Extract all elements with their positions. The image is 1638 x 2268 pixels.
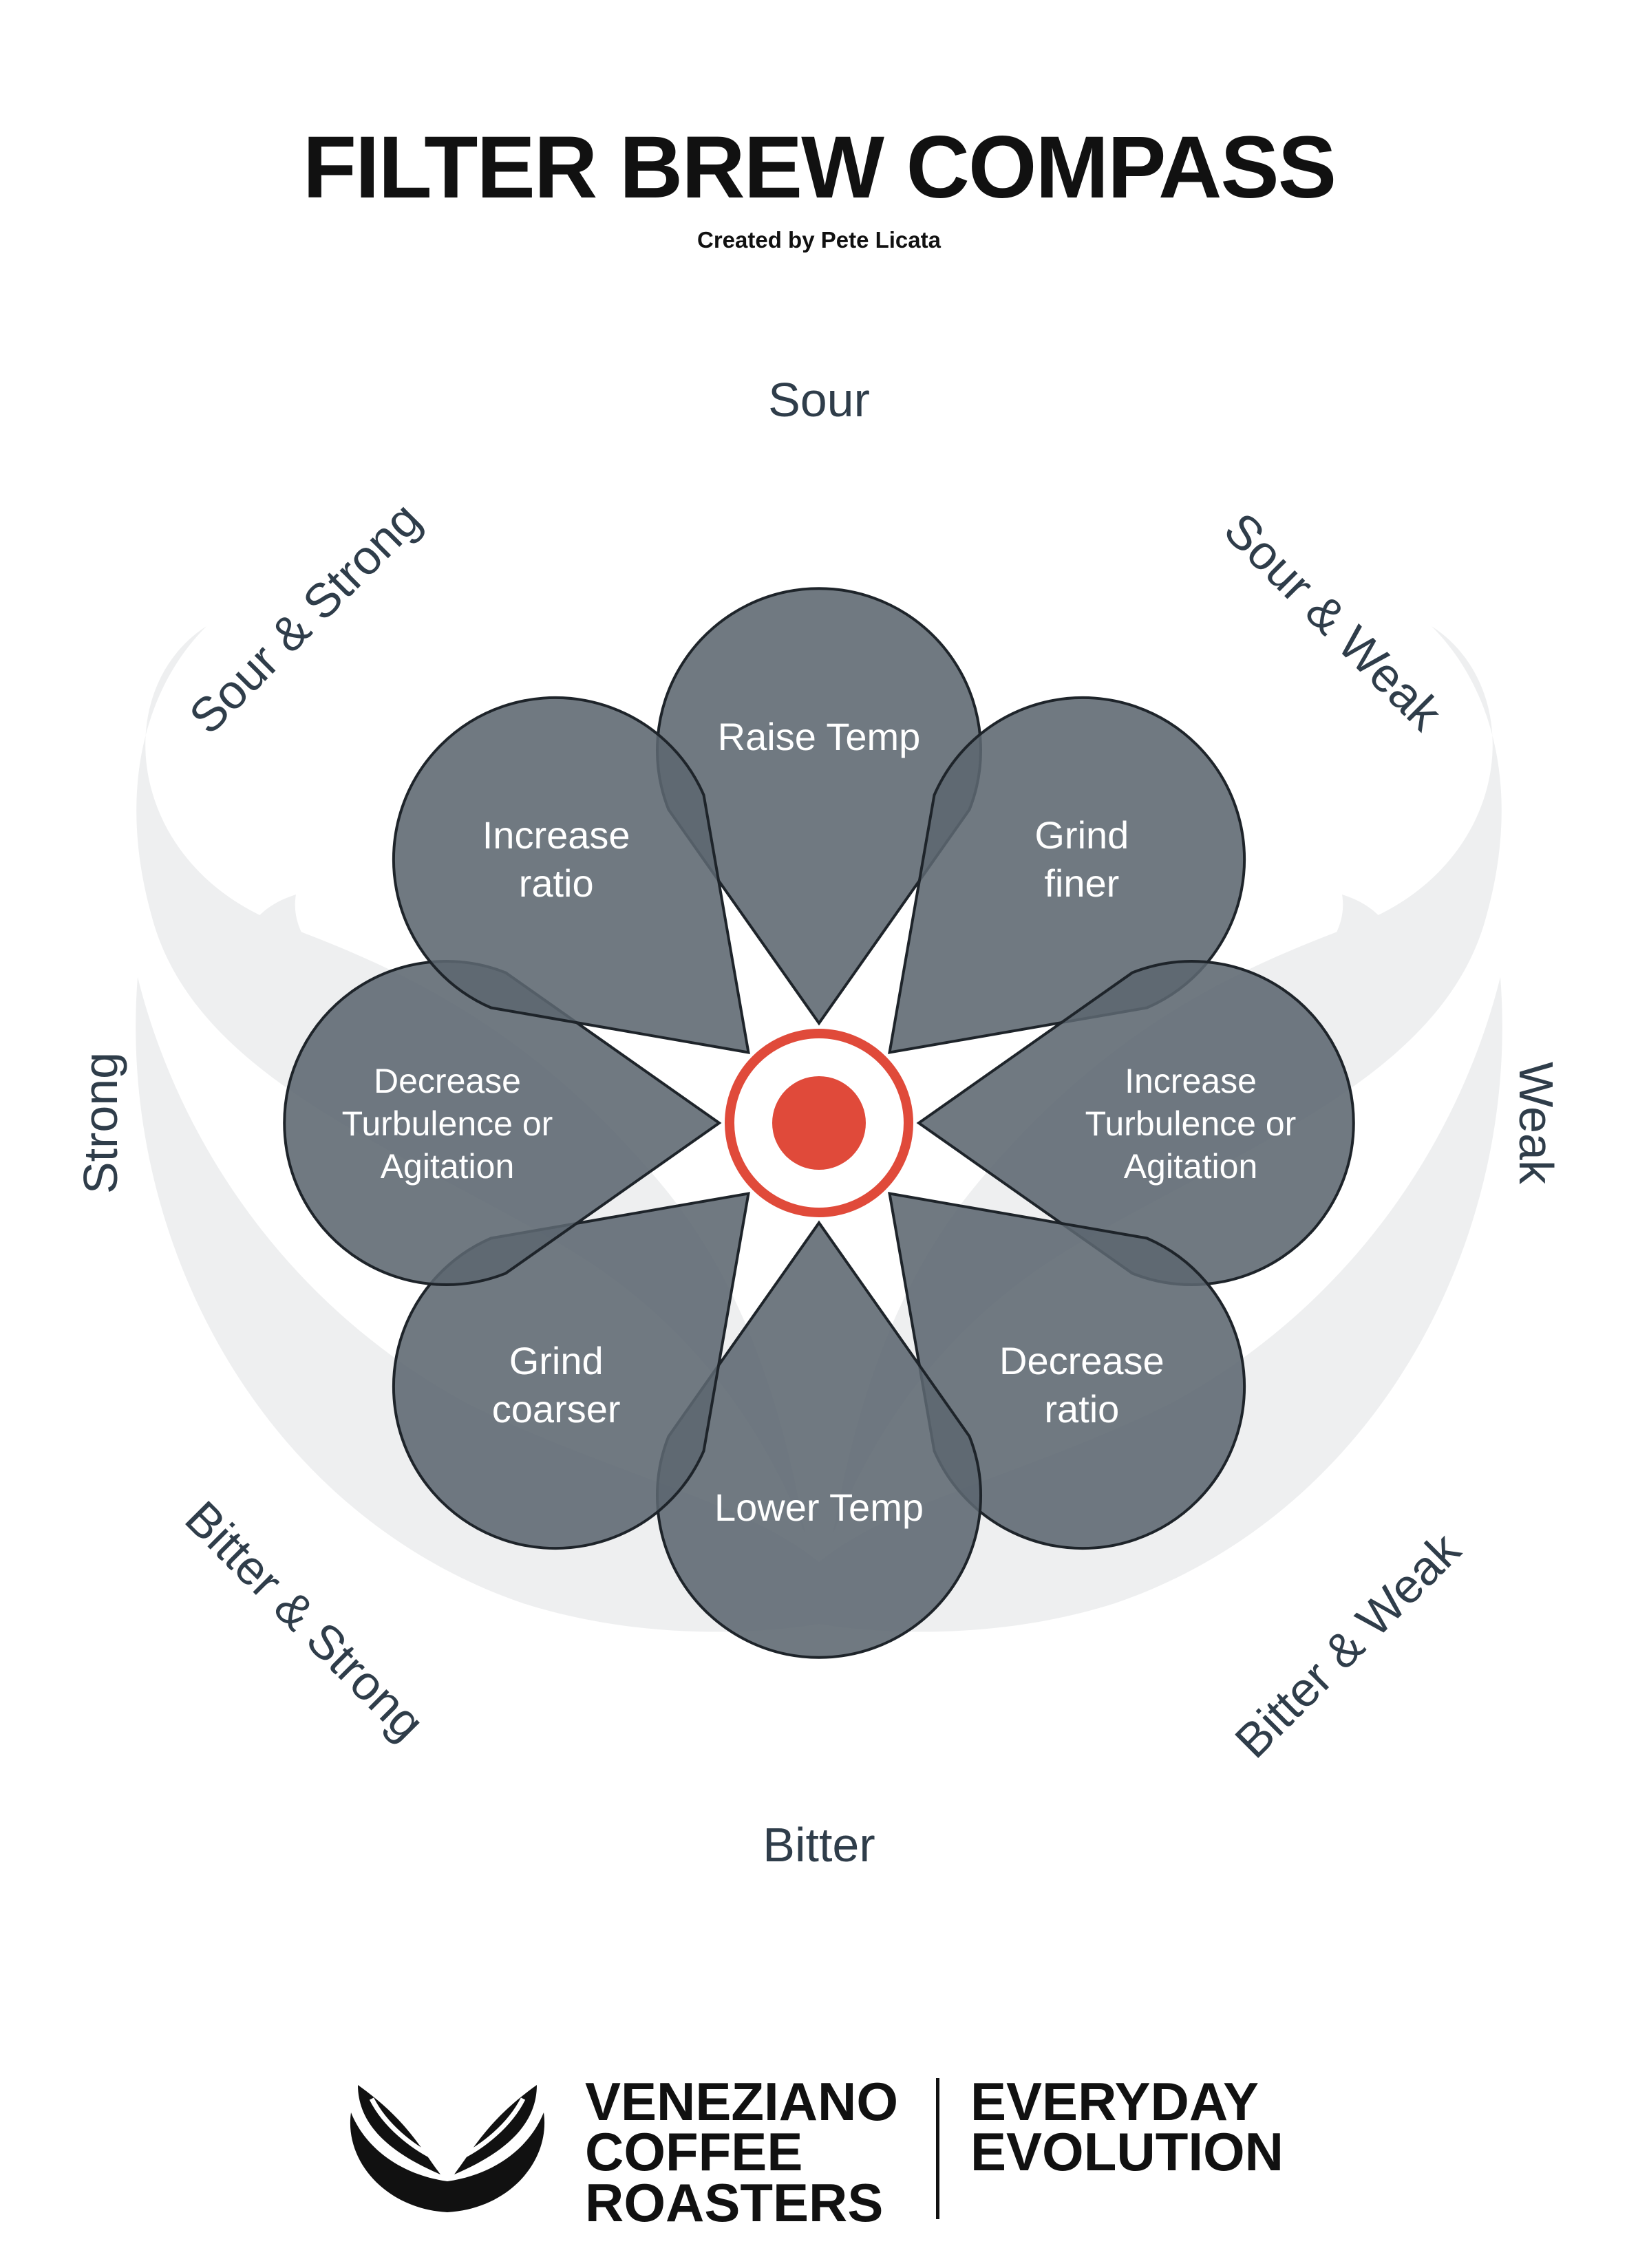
petal-label-line: Grind [1034, 813, 1129, 857]
petal-label-line: Increase [1125, 1062, 1257, 1100]
petal-bitter: Lower Temp [656, 1220, 982, 1659]
direction-label-sour: Sour [768, 373, 870, 427]
page-title: FILTER BREW COMPASS [302, 118, 1337, 217]
brand-name: VENEZIANO COFFEE ROASTERS [585, 2071, 899, 2233]
petal-bitter-strong: Grind coarser [392, 1192, 750, 1550]
petal-label-line: Lower Temp [714, 1486, 924, 1529]
wings-cup-icon [350, 2085, 545, 2212]
petal-label-line: Agitation [1124, 1147, 1258, 1186]
tagline-line-2: EVOLUTION [970, 2121, 1284, 2183]
petal-sour-strong: Increase ratio [392, 696, 750, 1054]
petal-label-line: Turbulence or [342, 1104, 553, 1143]
direction-label-bitter: Bitter [763, 1818, 875, 1872]
petal-label-line: Grind [509, 1339, 604, 1382]
direction-label-sour-strong: Sour & Strong [179, 492, 431, 744]
petal-label-line: finer [1044, 862, 1119, 905]
header: FILTER BREW COMPASS Created by Pete Lica… [0, 103, 1638, 253]
petal-shape [392, 696, 750, 1054]
brand-name-line-2: COFFEE [585, 2121, 803, 2183]
petal-label-line: Agitation [381, 1147, 515, 1186]
petal-label-line: Raise Temp [718, 715, 921, 758]
petal-label-line: Decrease [999, 1339, 1164, 1382]
direction-label-bitter-weak: Bitter & Weak [1225, 1522, 1471, 1768]
petal-label-line: ratio [519, 862, 594, 905]
brand-name-line-1: VENEZIANO [585, 2071, 899, 2132]
petal-shape [656, 587, 982, 1026]
tagline-line-1: EVERYDAY [970, 2071, 1259, 2132]
petal-label-line: Increase [482, 813, 630, 857]
footer: VENEZIANO COFFEE ROASTERS EVERYDAY EVOLU… [0, 2057, 1638, 2229]
petal-shape [656, 1220, 982, 1659]
petal-shape [888, 1192, 1246, 1550]
petal-shape [392, 1192, 750, 1550]
direction-label-sour-weak: Sour & Weak [1214, 502, 1453, 741]
petal-label-line: Turbulence or [1085, 1104, 1297, 1143]
petal-label-line: Decrease [374, 1062, 521, 1100]
footer-divider [936, 2078, 939, 2219]
direction-label-weak: Weak [1509, 1062, 1563, 1185]
petal-shape [283, 960, 722, 1286]
page-subtitle: Created by Pete Licata [697, 227, 941, 253]
petal-sour-weak: Grind finer [888, 696, 1246, 1054]
center-target-icon [725, 1029, 913, 1217]
petal-shape [916, 960, 1355, 1286]
petal-label-line: coarser [492, 1387, 621, 1431]
petal-bitter-weak: Decrease ratio [888, 1192, 1246, 1550]
brand-name-line-3: ROASTERS [585, 2172, 884, 2233]
petal-sour: Raise Temp [656, 587, 982, 1026]
petal-shape [888, 696, 1246, 1054]
petal-label-line: ratio [1044, 1387, 1119, 1431]
direction-label-strong: Strong [74, 1052, 127, 1194]
brand-tagline: EVERYDAY EVOLUTION [970, 2071, 1284, 2183]
